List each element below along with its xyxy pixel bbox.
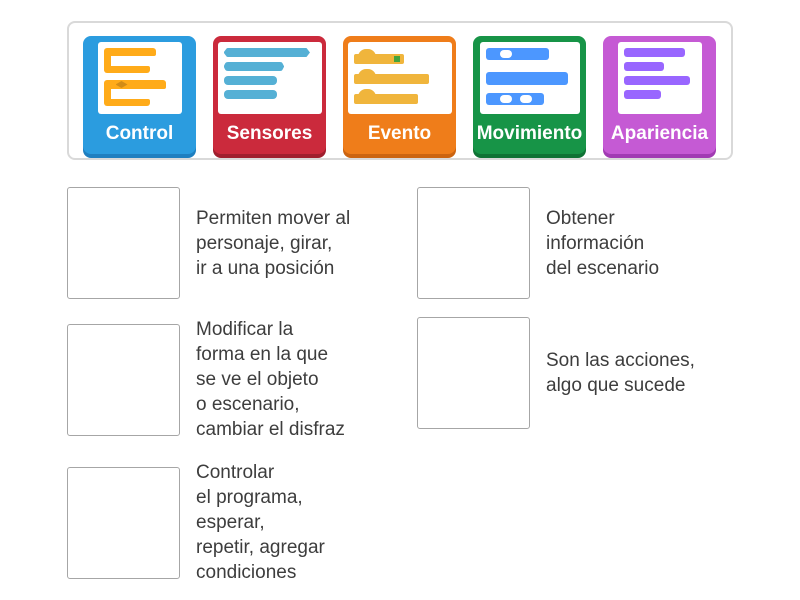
condition-diamond [115, 81, 128, 88]
tile-control[interactable]: Control [83, 36, 196, 154]
sensing-block [223, 76, 277, 85]
tile-label-movimiento: Movimiento [476, 123, 583, 144]
drop-box-acciones[interactable] [417, 317, 530, 429]
green-flag-icon [394, 56, 401, 62]
definition-sensores: Obtener información del escenario [546, 207, 660, 279]
motion-block [485, 72, 569, 85]
tile-movimiento[interactable]: Movimiento [473, 36, 586, 154]
match-column-right: Obtener información del escenario Son la… [417, 187, 695, 429]
motion-block [485, 93, 544, 105]
number-input-oval [519, 95, 532, 103]
if-then-block [103, 80, 176, 106]
tile-label-evento: Evento [367, 123, 432, 144]
scratch-motion-blocks-image [479, 42, 580, 114]
scratch-sensing-blocks-image [217, 42, 322, 114]
scratch-event-blocks-image [347, 42, 452, 114]
tile-label-apariencia: Apariencia [610, 123, 709, 144]
event-hat-block [353, 89, 418, 104]
drop-box-controlar[interactable] [67, 466, 180, 579]
definition-movimiento: Permiten mover al personaje, girar, ir a… [196, 207, 351, 279]
drop-box-mover[interactable] [67, 187, 180, 299]
looks-block [623, 48, 686, 57]
definition-evento: Son las acciones, algo que sucede [546, 350, 695, 396]
match-row: Permiten mover al personaje, girar, ir a… [67, 187, 350, 299]
event-hat-block [353, 69, 429, 84]
match-column-left: Permiten mover al personaje, girar, ir a… [67, 187, 350, 585]
match-row: Obtener información del escenario [417, 187, 695, 299]
tile-evento[interactable]: Evento [343, 36, 456, 154]
event-hat-block [353, 49, 405, 64]
sensing-block [223, 48, 310, 57]
definition-apariencia: Modificar la forma en la que se ve el ob… [196, 319, 345, 440]
drop-box-modificar[interactable] [67, 323, 180, 436]
number-input-oval [499, 50, 512, 58]
looks-block [623, 62, 664, 71]
match-row: Modificar la forma en la que se ve el ob… [67, 317, 350, 442]
match-row: Son las acciones, algo que sucede [417, 317, 695, 429]
tile-label-control: Control [105, 123, 174, 144]
sensing-block [223, 90, 277, 99]
forever-block [103, 48, 176, 73]
looks-block [623, 76, 690, 85]
answer-tiles-panel: Control Sensores Evento Movimiento [67, 21, 733, 160]
match-row: Controlar el programa, esperar, repetir,… [67, 460, 350, 585]
definition-control: Controlar el programa, esperar, repetir,… [196, 462, 325, 583]
motion-block [485, 48, 549, 60]
scratch-control-blocks-image [97, 42, 182, 114]
looks-block [623, 90, 661, 99]
tile-label-sensores: Sensores [226, 123, 313, 144]
number-input-oval [499, 95, 512, 103]
tile-apariencia[interactable]: Apariencia [603, 36, 716, 154]
sensing-block [223, 62, 285, 71]
scratch-looks-blocks-image [617, 42, 702, 114]
drop-box-informacion[interactable] [417, 187, 530, 299]
tile-sensores[interactable]: Sensores [213, 36, 326, 154]
